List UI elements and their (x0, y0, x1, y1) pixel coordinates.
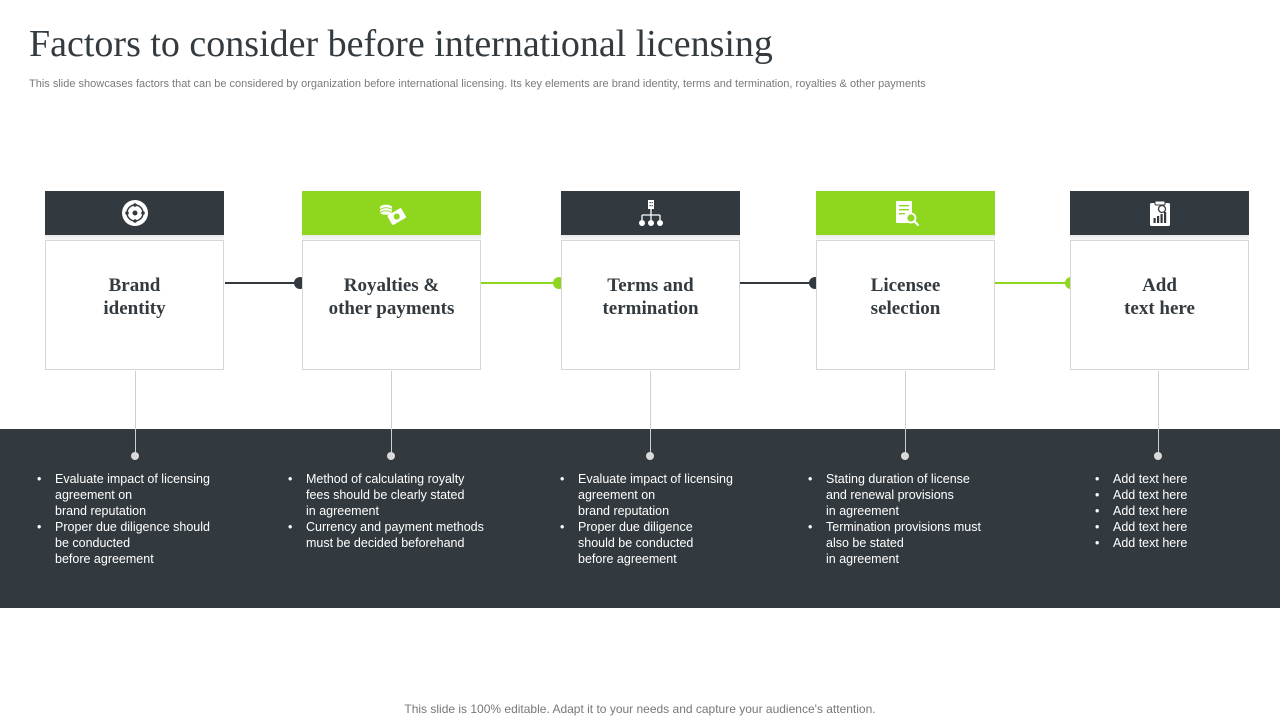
slide-subtitle: This slide showcases factors that can be… (29, 78, 926, 90)
step-1-card: Brand identity (45, 240, 224, 370)
step-3-title: Terms and termination (602, 275, 699, 319)
step-1-stem (135, 371, 136, 456)
step-4-stem-dot (901, 452, 909, 460)
money-coins-icon (379, 204, 406, 225)
connector-line-3 (740, 282, 815, 284)
list-item: Add text here (1094, 471, 1187, 487)
connector-line-2 (481, 282, 559, 284)
step-4-stem (905, 371, 906, 456)
list-item: Add text here (1094, 519, 1187, 535)
step-2-stem (391, 371, 392, 456)
step-4-card: Licensee selection (816, 240, 995, 370)
slide-title: Factors to consider before international… (29, 23, 773, 65)
step-3-stem (650, 371, 651, 456)
step-3-stem-dot (646, 452, 654, 460)
step-2-header (302, 191, 481, 242)
step-3-card: Terms and termination (561, 240, 740, 370)
step-2-stem-dot (387, 452, 395, 460)
step-1-stem-dot (131, 452, 139, 460)
step-5-stem-dot (1154, 452, 1162, 460)
step-1-header (45, 191, 224, 242)
slide-footer: This slide is 100% editable. Adapt it to… (404, 702, 876, 716)
connector-line-4 (995, 282, 1071, 284)
org-hierarchy-icon (638, 200, 663, 226)
step-4-title: Licensee selection (870, 275, 941, 319)
step-2-card: Royalties & other payments (302, 240, 481, 370)
document-search-icon (895, 201, 919, 227)
list-item: Add text here (1094, 503, 1187, 519)
step-3-header (561, 191, 740, 242)
list-item: Add text here (1094, 535, 1187, 551)
step-4-header (816, 191, 995, 242)
step-5-card: Add text here (1070, 240, 1249, 370)
step-1-title: Brand identity (103, 275, 166, 319)
clipboard-chart-icon (1149, 200, 1170, 226)
connector-line-1 (225, 282, 300, 284)
step-5-stem (1158, 371, 1159, 456)
step-5-title: Add text here (1124, 275, 1195, 319)
target-circle-icon (121, 200, 148, 226)
step-5-bullets: Add text here Add text here Add text her… (1094, 471, 1187, 551)
step-2-title: Royalties & other payments (328, 275, 455, 319)
step-5-header (1070, 191, 1249, 242)
list-item: Add text here (1094, 487, 1187, 503)
